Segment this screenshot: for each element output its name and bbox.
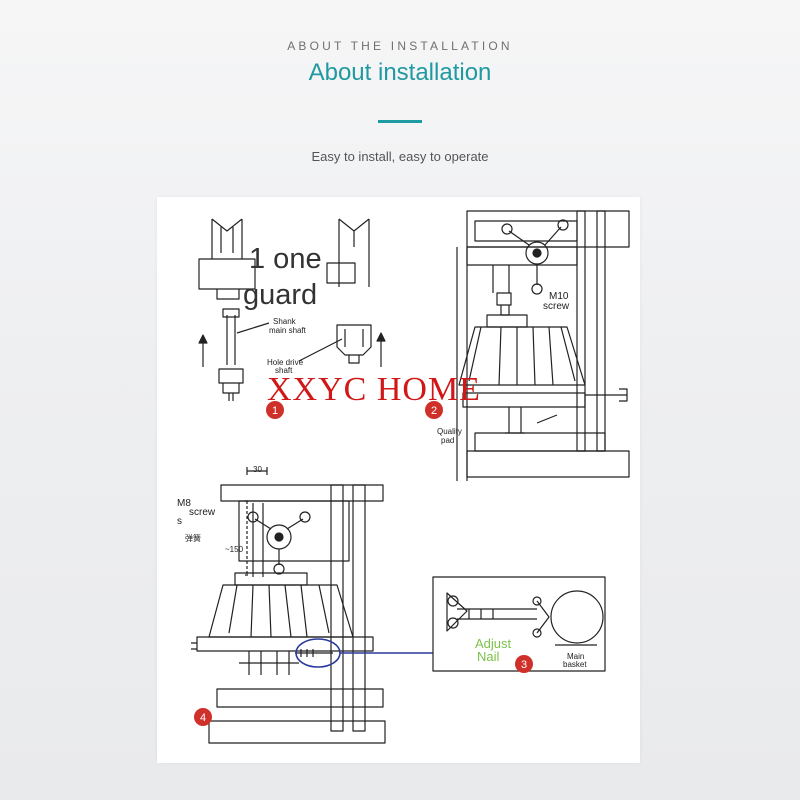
dimension-150-label: ~150 [225, 545, 244, 554]
watermark: XXYC HOME [267, 371, 481, 408]
main-label: Main [567, 652, 585, 661]
shank-label: Shank [273, 317, 296, 326]
step-badge-3 [515, 655, 533, 673]
overlay-guard-label: guard [243, 279, 318, 311]
screw-label: screw [543, 301, 570, 312]
step-badge-4 [194, 708, 212, 726]
step-badge-1-label: 1 [272, 405, 278, 417]
overlay-step-label: 1 one [249, 243, 322, 275]
m8-screws-suffix-label: s [177, 516, 182, 527]
basket-label: basket [563, 660, 587, 669]
pad-label: pad [441, 436, 455, 445]
installation-diagram: 1 2 3 4 [191, 210, 630, 744]
main-shaft-label: main shaft [269, 326, 306, 335]
step-badge-3-label: 3 [521, 659, 527, 671]
hole-drive-label: Hole drive [267, 358, 304, 367]
installation-diagram-panel: 1 2 3 4 1 one guard Shank main shaft Hol… [157, 197, 640, 763]
dimension-30-label: 30 [253, 465, 262, 474]
title-accent-bar [378, 120, 422, 123]
quality-label: Quality [437, 427, 462, 436]
step-badge-2 [425, 401, 443, 419]
section-eyebrow: ABOUT THE INSTALLATION [287, 39, 513, 53]
nail-label: Nail [477, 649, 500, 664]
step-badge-2-label: 2 [431, 405, 437, 417]
step-badge-4-label: 4 [200, 712, 206, 724]
step2-drill-press-drawing [456, 210, 630, 481]
step1-shaft-assembly-drawing [198, 218, 372, 401]
m8-label: M8 [177, 498, 191, 509]
step-badges [194, 401, 533, 726]
step4-drill-press-drawing [191, 467, 386, 744]
step4-highlight [295, 638, 433, 668]
section-title: About installation [308, 59, 492, 86]
m10-label: M10 [549, 291, 569, 302]
step-badge-1 [266, 401, 284, 419]
m8-screw-label: screw [189, 507, 216, 518]
adjust-label: Adjust [475, 636, 512, 651]
section-subtitle: Easy to install, easy to operate [311, 149, 489, 164]
step1-arrows [198, 332, 386, 367]
spring-label: 弹簧 [185, 534, 201, 543]
shaft-label: shaft [275, 366, 293, 375]
